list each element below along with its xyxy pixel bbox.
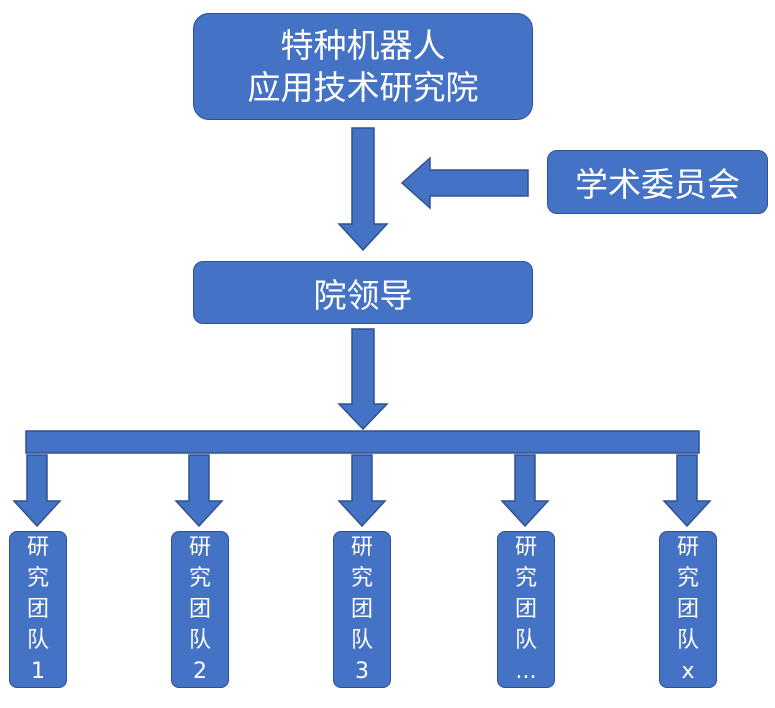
academic-committee-label: 学术委员会 <box>575 165 740 204</box>
team-char: 团 <box>26 597 49 622</box>
institute-name-line1: 特种机器人 <box>280 25 446 65</box>
research-team-x-box: 研 究 团 队 x <box>659 531 717 688</box>
academic-committee-box: 学术委员会 <box>547 150 768 214</box>
team-char: 究 <box>188 566 211 591</box>
arrow-to-team-1 <box>12 454 62 528</box>
team-id: x <box>681 659 695 684</box>
team-char: 研 <box>188 535 211 560</box>
research-team-1-box: 研 究 团 队 1 <box>9 531 67 688</box>
team-char: 研 <box>350 535 373 560</box>
arrow-to-team-2 <box>174 454 224 528</box>
team-char: 队 <box>350 628 373 653</box>
team-char: 队 <box>188 628 211 653</box>
leadership-label: 院领导 <box>313 275 413 315</box>
research-team-3-box: 研 究 团 队 3 <box>333 531 391 688</box>
arrow-to-team-3 <box>337 454 387 528</box>
team-char: 研 <box>676 535 699 560</box>
arrow-leadership-to-bus <box>337 328 389 431</box>
team-char: 研 <box>514 535 537 560</box>
institute-box: 特种机器人 应用技术研究院 <box>193 13 533 120</box>
leadership-box: 院领导 <box>193 261 533 324</box>
team-char: 团 <box>514 597 537 622</box>
team-id: 3 <box>355 659 369 684</box>
team-char: 研 <box>26 535 49 560</box>
team-char: 团 <box>188 597 211 622</box>
team-id: ... <box>515 659 537 684</box>
team-char: 究 <box>350 566 373 591</box>
team-id: 2 <box>193 659 207 684</box>
team-id: 1 <box>31 659 45 684</box>
arrow-to-team-4 <box>500 454 550 528</box>
team-char: 团 <box>350 597 373 622</box>
team-char: 团 <box>676 597 699 622</box>
team-char: 队 <box>26 628 49 653</box>
arrow-committee-to-main <box>400 156 529 210</box>
team-char: 队 <box>514 628 537 653</box>
team-char: 究 <box>514 566 537 591</box>
team-char: 究 <box>26 566 49 591</box>
institute-name-line2: 应用技术研究院 <box>247 67 479 107</box>
distribution-bar <box>25 430 700 454</box>
research-team-ellipsis-box: 研 究 团 队 ... <box>497 531 555 688</box>
research-team-2-box: 研 究 团 队 2 <box>171 531 229 688</box>
arrow-institute-to-leadership <box>337 127 389 252</box>
arrow-to-team-5 <box>662 454 712 528</box>
team-char: 队 <box>676 628 699 653</box>
team-char: 究 <box>676 566 699 591</box>
